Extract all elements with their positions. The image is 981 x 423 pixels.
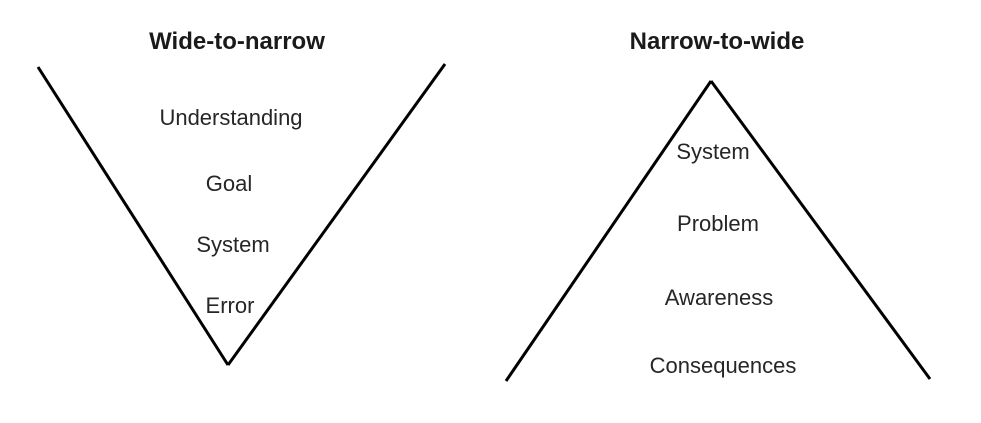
peak-level-problem: Problem <box>677 211 759 236</box>
peak-level-awareness: Awareness <box>664 285 774 310</box>
narrow-to-wide-left-edge-line <box>504 80 713 382</box>
wide-to-narrow-title: Wide-to-narrow <box>149 28 325 55</box>
funnel-level-system: System <box>196 232 270 257</box>
peak-level-consequences: Consequences <box>649 353 797 378</box>
narrow-to-wide-right-edge-line <box>709 80 932 380</box>
narrow-to-wide-title: Narrow-to-wide <box>629 28 805 55</box>
funnel-level-understanding: Understanding <box>159 105 303 130</box>
wide-to-narrow-left-edge-line <box>36 66 230 366</box>
peak-level-system: System <box>676 139 750 164</box>
wide-to-narrow-right-edge-line <box>226 63 447 366</box>
funnel-level-goal: Goal <box>205 171 253 196</box>
funnel-level-error: Error <box>205 293 255 318</box>
